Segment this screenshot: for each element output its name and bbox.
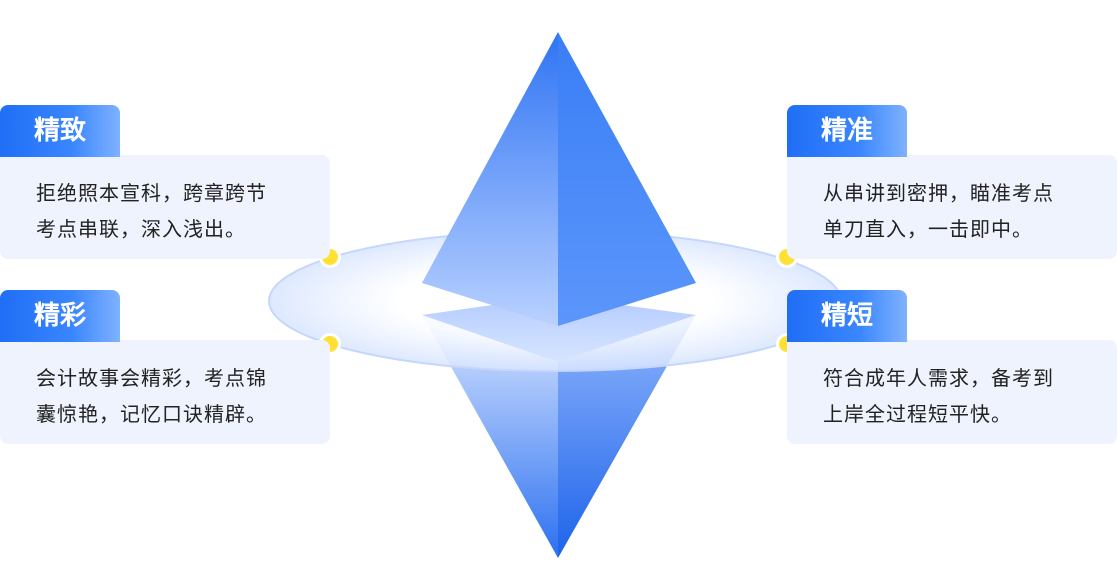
card-title: 精准: [787, 105, 908, 157]
diamond-lower: [422, 315, 696, 558]
card-body: 符合成年人需求，备考到 上岸全过程短平快。: [787, 340, 1117, 444]
card-line-2: 囊惊艳，记忆口诀精辟。: [36, 402, 267, 426]
card-body: 拒绝照本宣科，跨章跨节 考点串联，深入浅出。: [0, 155, 330, 259]
card-body: 会计故事会精彩，考点锦 囊惊艳，记忆口诀精辟。: [0, 340, 330, 444]
card-line-2: 考点串联，深入浅出。: [36, 217, 246, 241]
diamond-upper: [422, 32, 696, 326]
card-title: 精短: [787, 290, 908, 342]
card-line-2: 上岸全过程短平快。: [823, 402, 1012, 426]
card-title: 精彩: [0, 290, 121, 342]
card-line-2: 单刀直入，一击即中。: [823, 217, 1033, 241]
card-line-1: 拒绝照本宣科，跨章跨节: [36, 181, 267, 205]
card-line-1: 符合成年人需求，备考到: [823, 366, 1054, 390]
card-body: 从串讲到密押，瞄准考点 单刀直入，一击即中。: [787, 155, 1117, 259]
card-title: 精致: [0, 105, 121, 157]
card-line-1: 会计故事会精彩，考点锦: [36, 366, 267, 390]
card-line-1: 从串讲到密押，瞄准考点: [823, 181, 1054, 205]
diamond-middle: [422, 296, 696, 362]
